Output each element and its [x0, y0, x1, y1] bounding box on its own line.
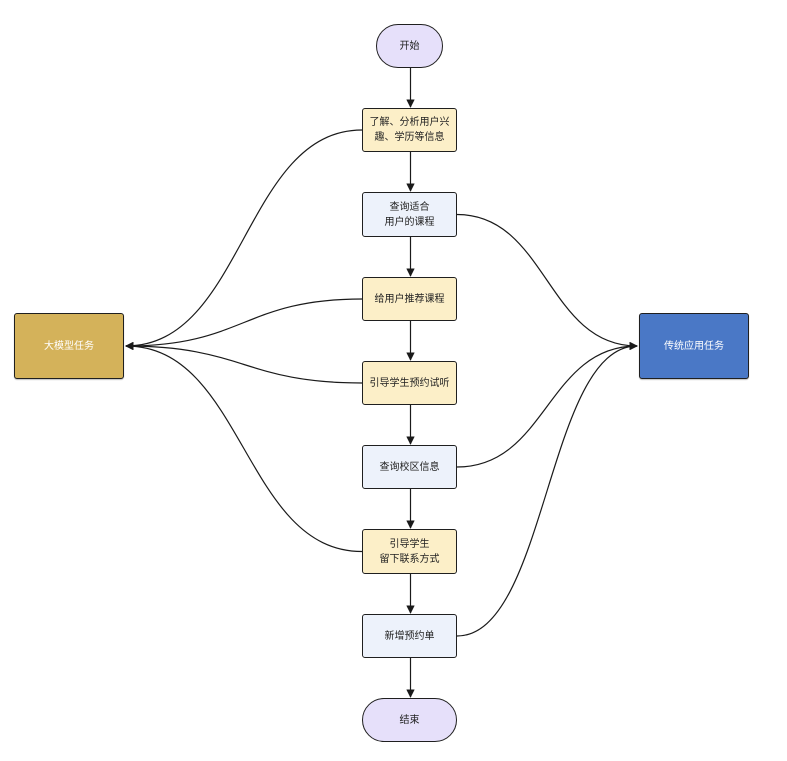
query-campus-step: 查询校区信息 — [362, 445, 457, 489]
end-label: 结束 — [399, 714, 420, 726]
recommend-courses-step: 给用户推荐课程 — [362, 277, 457, 321]
new-booking-label: 新增预约单 — [384, 630, 435, 642]
guide-contact-step: 引导学生 留下联系方式 — [362, 529, 457, 574]
edge-query_courses-to-app-task — [456, 213, 638, 351]
edge-query_campus-to-app-task — [456, 341, 638, 468]
edge-guide_contact-to-llm-task — [125, 341, 363, 553]
edge-analyze-to-llm-task — [125, 129, 363, 351]
end-node: 结束 — [362, 698, 457, 742]
start-node: 开始 — [376, 24, 443, 68]
guide-contact-label: 引导学生 留下联系方式 — [379, 538, 440, 565]
edge-new_booking-to-app-task — [456, 341, 638, 637]
edge-guide_trial-to-llm-task — [125, 341, 363, 384]
start-label: 开始 — [399, 40, 420, 52]
llm-task-node: 大模型任务 — [14, 313, 124, 379]
guide-trial-label: 引导学生预约试听 — [369, 377, 450, 389]
query-campus-label: 查询校区信息 — [379, 461, 440, 473]
analyze-user-label: 了解、分析用户兴 趣、学历等信息 — [369, 117, 450, 143]
recommend-courses-label: 给用户推荐课程 — [374, 293, 445, 305]
app-task-node: 传统应用任务 — [639, 313, 749, 379]
app-task-label: 传统应用任务 — [664, 340, 724, 352]
guide-trial-step: 引导学生预约试听 — [362, 361, 457, 405]
llm-task-label: 大模型任务 — [44, 340, 94, 352]
query-courses-label: 查询适合 用户的课程 — [384, 201, 435, 228]
new-booking-step: 新增预约单 — [362, 614, 457, 658]
edge-recommend-to-llm-task — [125, 298, 363, 351]
analyze-user-step: 了解、分析用户兴 趣、学历等信息 — [362, 108, 457, 152]
query-courses-step: 查询适合 用户的课程 — [362, 192, 457, 237]
